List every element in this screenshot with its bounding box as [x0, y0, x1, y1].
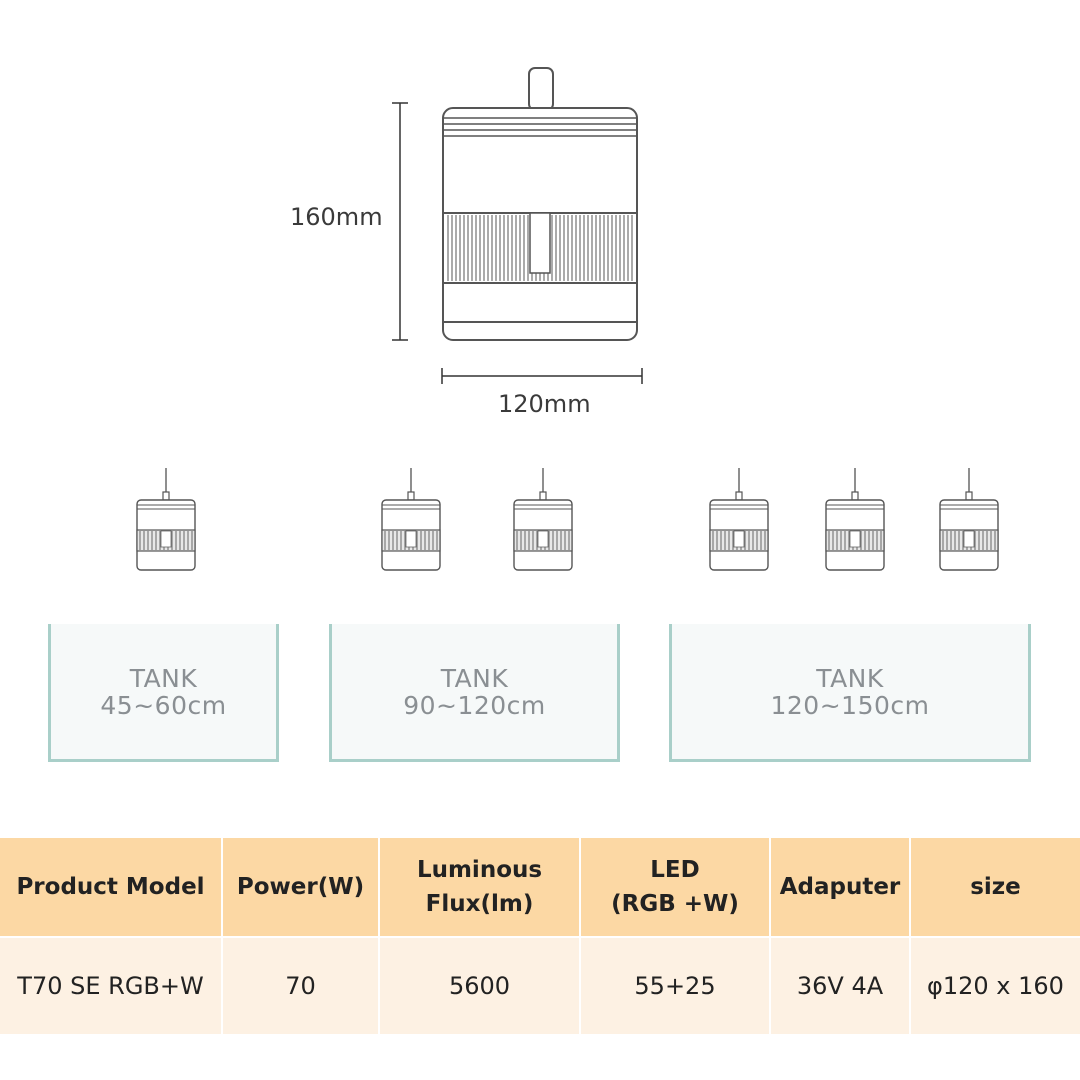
hanging-light-icon	[513, 468, 573, 571]
tank-label: TANK	[816, 663, 884, 693]
header-luminous-flux: Luminous Flux(lm)	[379, 838, 581, 937]
header-adapter: Adaputer	[770, 838, 911, 937]
header-power: Power(W)	[222, 838, 380, 937]
header-size: size	[910, 838, 1080, 937]
tank-medium: TANK 90~120cm	[329, 624, 620, 762]
product-dimension-drawing	[392, 67, 638, 341]
tank-size: 90~120cm	[403, 690, 546, 720]
cell-product-model: T70 SE RGB+W	[0, 936, 223, 1034]
header-product-model: Product Model	[0, 838, 223, 937]
tank-label: TANK	[129, 663, 198, 693]
table-row: T70 SE RGB+W 70 5600 55+25 36V 4A φ120 x…	[0, 936, 1080, 1034]
hanging-light-icon	[381, 468, 441, 571]
hanging-light-icon	[825, 468, 885, 571]
cell-adapter: 36V 4A	[770, 936, 911, 1034]
table-header-row: Product Model Power(W) Luminous Flux(lm)…	[0, 838, 1080, 937]
tank-label: TANK	[440, 663, 509, 693]
tank-small: TANK 45~60cm	[48, 624, 279, 762]
height-dimension-label: 160mm	[290, 203, 383, 231]
hanging-light-icon	[709, 468, 769, 571]
tank-size: 45~60cm	[100, 690, 227, 720]
tank-large: TANK 120~150cm	[669, 624, 1031, 762]
cell-luminous-flux: 5600	[379, 936, 581, 1034]
tank-size: 120~150cm	[770, 690, 930, 720]
width-dimension-label: 120mm	[498, 390, 591, 418]
spec-table: Product Model Power(W) Luminous Flux(lm)…	[0, 838, 1080, 1034]
cell-led: 55+25	[580, 936, 771, 1034]
cell-size: φ120 x 160	[910, 936, 1080, 1034]
cell-power: 70	[222, 936, 380, 1034]
width-dimension-line	[441, 368, 643, 384]
hanging-light-icon	[939, 468, 999, 571]
hanging-light-icon	[136, 468, 196, 571]
header-led: LED (RGB +W)	[580, 838, 771, 937]
